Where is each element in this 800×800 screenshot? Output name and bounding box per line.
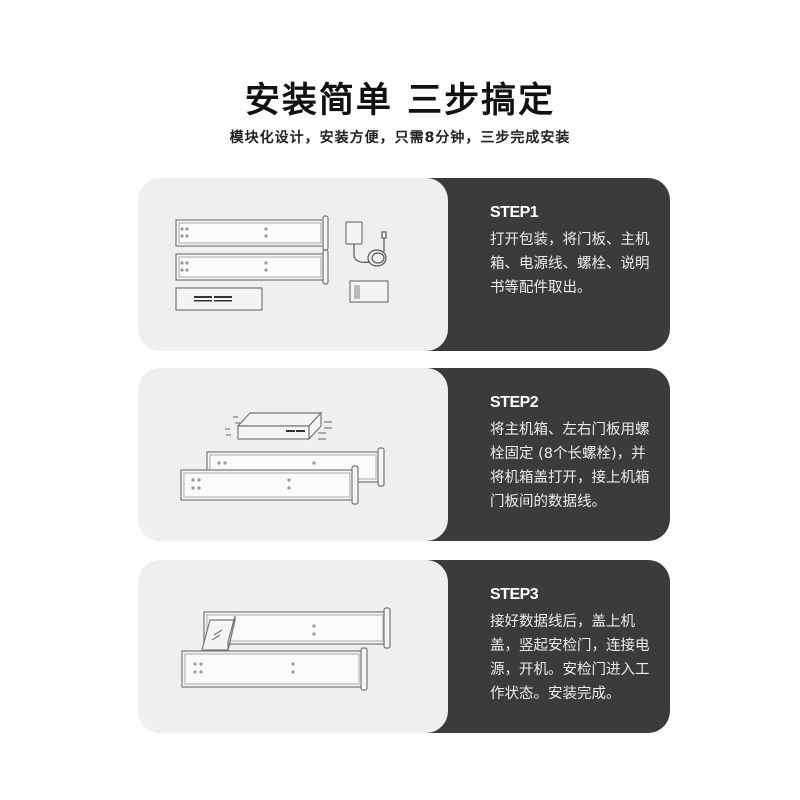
assembly-illustration [180,411,385,505]
step-text-panel [408,178,670,351]
step-card-3: STEP3 接好数据线后，盖上机盖，竖起安检门，连接电源，开机。安检门进入工作状… [138,560,670,733]
step-illustration-panel [138,560,448,733]
step-description: 接好数据线后，盖上机盖，竖起安检门，连接电源，开机。安检门进入工作状态。安装完成… [490,614,650,702]
step-label: STEP3 [490,586,539,603]
unboxed-parts-illustration [175,215,389,311]
page-title: 安装简单 三步搞定 [244,81,556,121]
step-label: STEP1 [490,204,539,221]
completed-gate-illustration [181,607,391,691]
page-subtitle: 模块化设计，安装方便，只需8分钟，三步完成安装 [229,130,571,146]
step-text: STEP3 接好数据线后，盖上机盖，竖起安检门，连接电源，开机。安检门进入工作状… [490,586,655,706]
step-text: STEP1 打开包装，将门板、主机箱、电源线、螺栓、说明书等配件取出。 [490,204,655,300]
step-card-1: STEP1 打开包装，将门板、主机箱、电源线、螺栓、说明书等配件取出。 [138,178,670,351]
step-description: 打开包装，将门板、主机箱、电源线、螺栓、说明书等配件取出。 [490,232,650,296]
step-text-panel [408,368,670,541]
step-text-panel [408,560,670,733]
step-label: STEP2 [490,394,539,411]
step-illustration-panel [138,178,448,351]
step-description: 将主机箱、左右门板用螺栓固定 (8个长螺栓)，并将机箱盖打开，接上机箱门板间的数… [490,422,650,510]
step-text: STEP2 将主机箱、左右门板用螺栓固定 (8个长螺栓)，并将机箱盖打开，接上机… [490,394,655,514]
step-illustration-panel [138,368,448,541]
step-card-2: STEP2 将主机箱、左右门板用螺栓固定 (8个长螺栓)，并将机箱盖打开，接上机… [138,368,670,541]
